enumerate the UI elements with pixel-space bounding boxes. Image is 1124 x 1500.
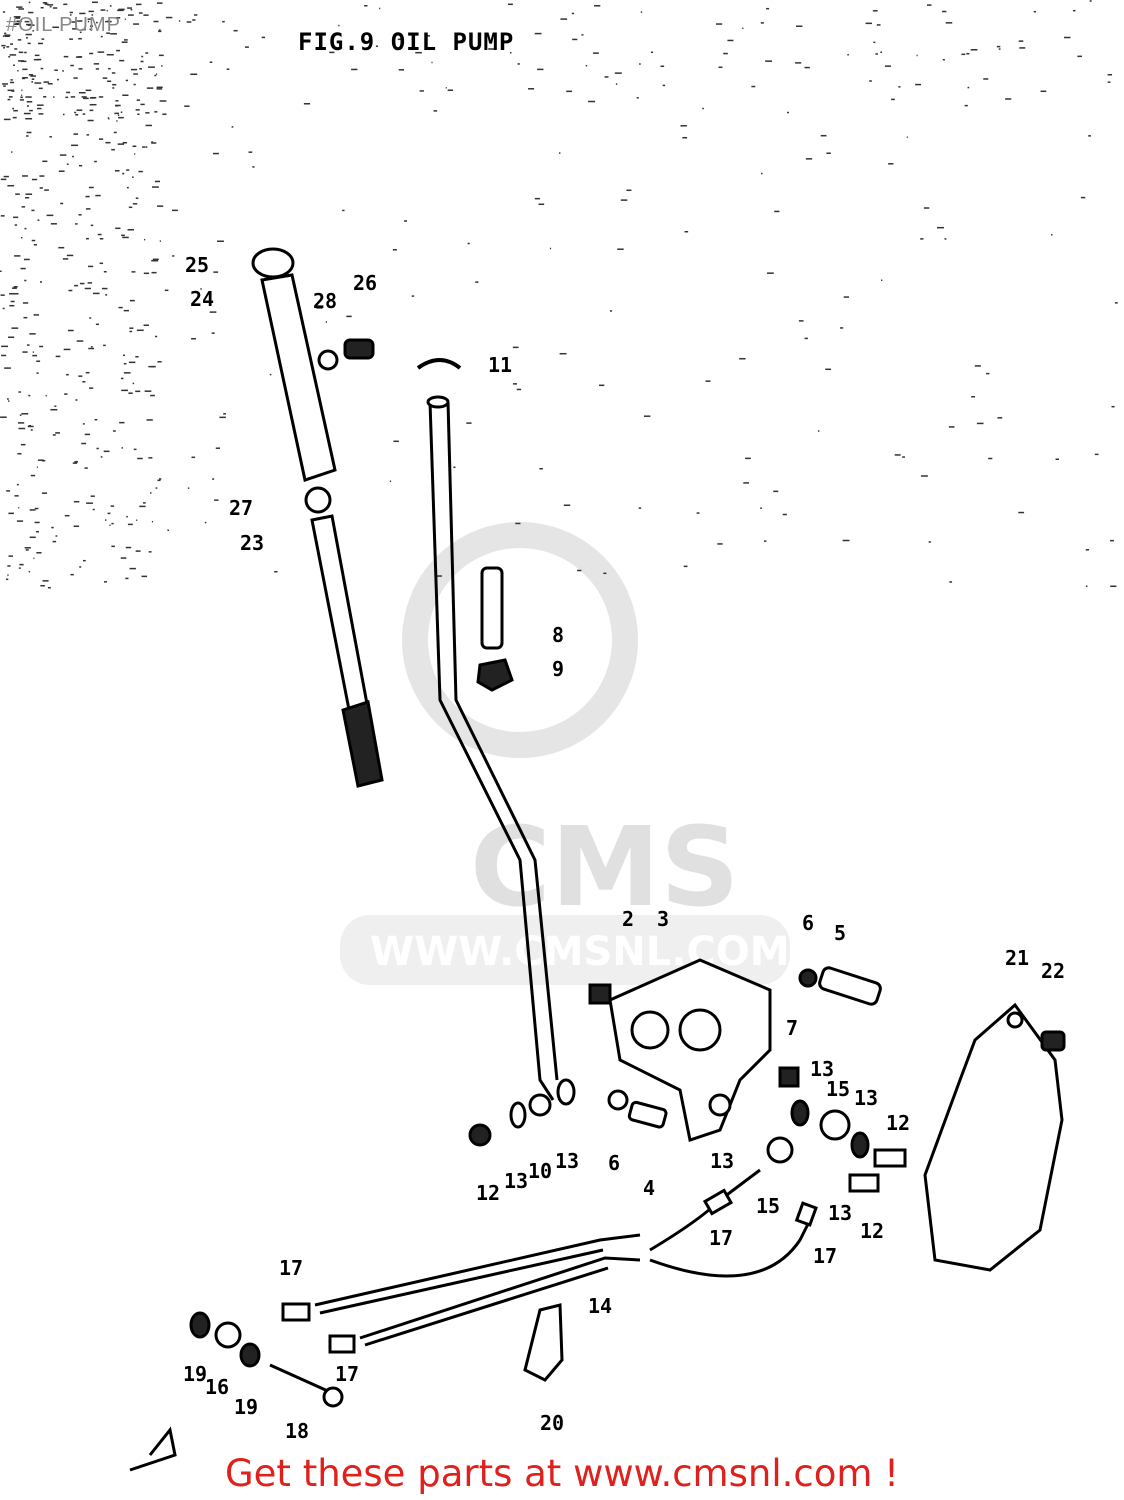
callout-number: 4 [643, 1176, 655, 1200]
callout-number: 10 [528, 1159, 552, 1183]
callout-number: 7 [786, 1016, 798, 1040]
callout-number: 26 [353, 271, 377, 295]
oil-pump-body [588, 958, 882, 1142]
callout-number: 6 [608, 1151, 620, 1175]
watermark-url: WWW.CMSNL.COM [370, 929, 790, 975]
callout-number: 11 [488, 353, 512, 377]
callout-number: 12 [476, 1181, 500, 1205]
callout-number: 22 [1041, 959, 1065, 983]
callout-number: 19 [234, 1395, 258, 1419]
speckle-noise [0, 0, 1118, 589]
callout-number: 9 [552, 657, 564, 681]
callout-number: 20 [540, 1411, 564, 1435]
callout-number: 5 [834, 921, 846, 945]
callout-number: 15 [826, 1077, 850, 1101]
callout-number: 27 [229, 496, 253, 520]
callout-number: 17 [279, 1256, 303, 1280]
bolt-8-9 [476, 566, 514, 692]
callout-number: 3 [657, 907, 669, 931]
callout-number: 8 [552, 623, 564, 647]
callout-number: 15 [756, 1194, 780, 1218]
pump-cover [923, 1002, 1066, 1272]
callout-number: 13 [854, 1086, 878, 1110]
callout-number: 13 [810, 1057, 834, 1081]
callout-number: 13 [555, 1149, 579, 1173]
page-subtitle: #OIL PUMP [6, 14, 121, 36]
callout-number: 21 [1005, 946, 1029, 970]
cables-and-fittings [129, 1078, 907, 1472]
callout-number: 17 [335, 1362, 359, 1386]
callout-number: 23 [240, 531, 264, 555]
callout-number: 19 [183, 1362, 207, 1386]
callout-number: 17 [709, 1226, 733, 1250]
footer-link[interactable]: Get these parts at www.cmsnl.com ! [224, 1452, 899, 1495]
callout-number: 24 [190, 287, 214, 311]
oil-pipe [416, 358, 559, 1101]
callout-number: 17 [813, 1244, 837, 1268]
cmsnl-watermark: CMS WWW.CMSNL.COM [340, 522, 790, 985]
callout-number: 2 [622, 907, 634, 931]
callout-number: 13 [710, 1149, 734, 1173]
figure-title: FIG.9 OIL PUMP [298, 28, 515, 56]
callout-number: 25 [185, 253, 209, 277]
callout-number: 18 [285, 1419, 309, 1443]
dipstick-assembly [251, 247, 384, 788]
callout-number: 28 [313, 289, 337, 313]
callout-number: 12 [860, 1219, 884, 1243]
callout-number: 6 [802, 911, 814, 935]
callout-number: 16 [205, 1375, 229, 1399]
callout-number: 13 [504, 1169, 528, 1193]
callout-number: 12 [886, 1111, 910, 1135]
callout-number: 13 [828, 1201, 852, 1225]
callout-number: 14 [588, 1294, 612, 1318]
watermark-brand: CMS [470, 803, 739, 931]
